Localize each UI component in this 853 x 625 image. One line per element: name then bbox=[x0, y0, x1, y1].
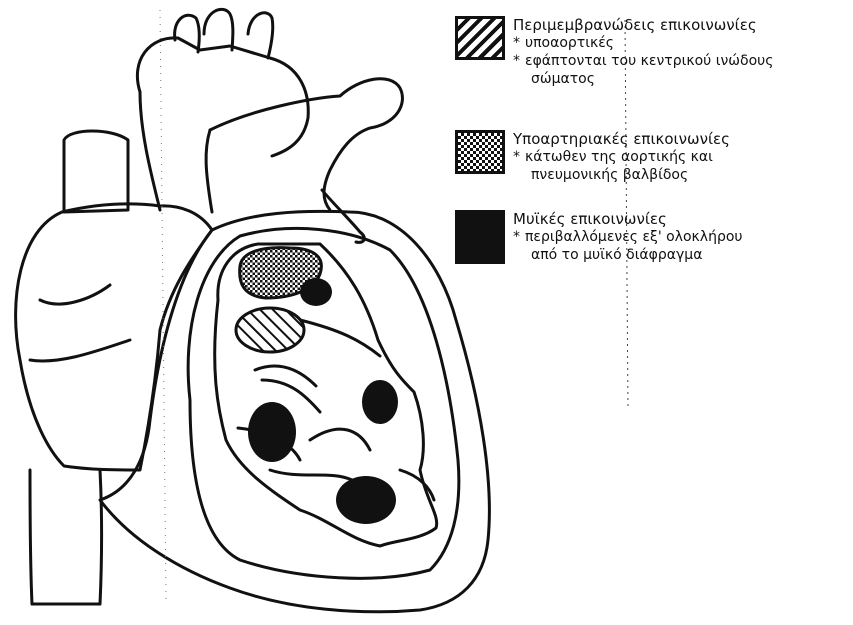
legend-title: Υποαρτηριακές επικοινωνίες bbox=[513, 130, 853, 148]
right-atrium bbox=[16, 204, 212, 470]
legend-point: από το μυϊκό διάφραγμα bbox=[513, 246, 853, 264]
scan-artifact bbox=[160, 10, 166, 600]
legend-title: Μυϊκές επικοινωνίες bbox=[513, 210, 853, 228]
aorta bbox=[137, 38, 308, 156]
crosshatch-swatch bbox=[455, 130, 505, 174]
legend-point: *εφάπτονται του κεντρικού ινώδους bbox=[513, 52, 853, 70]
inferior-vena-cava bbox=[30, 470, 102, 604]
pulmonary-artery-base bbox=[206, 130, 212, 212]
muscular-defect bbox=[248, 402, 296, 462]
muscular-defect bbox=[300, 278, 332, 306]
ascending-aorta bbox=[140, 92, 160, 210]
muscular-defect bbox=[362, 380, 398, 424]
legend-point: *κάτωθεν της αορτικής και bbox=[513, 148, 853, 166]
legend-point: πνευμονικής βαλβίδος bbox=[513, 166, 853, 184]
solid-black-swatch bbox=[455, 210, 505, 264]
perimembranous-defect bbox=[236, 308, 304, 352]
diagonal-hatch-swatch bbox=[455, 16, 505, 60]
superior-vena-cava bbox=[64, 131, 128, 212]
legend-point: *υποαορτικές bbox=[513, 34, 853, 52]
aortic-branch bbox=[204, 9, 233, 50]
legend-title: Περιμεμβρανώδεις επικοινωνίες bbox=[513, 16, 853, 34]
legend-point: σώματος bbox=[513, 70, 853, 88]
legend-point: *περιβαλλόμενες εξ' ολοκλήρου bbox=[513, 228, 853, 246]
muscular-defect bbox=[336, 476, 396, 524]
